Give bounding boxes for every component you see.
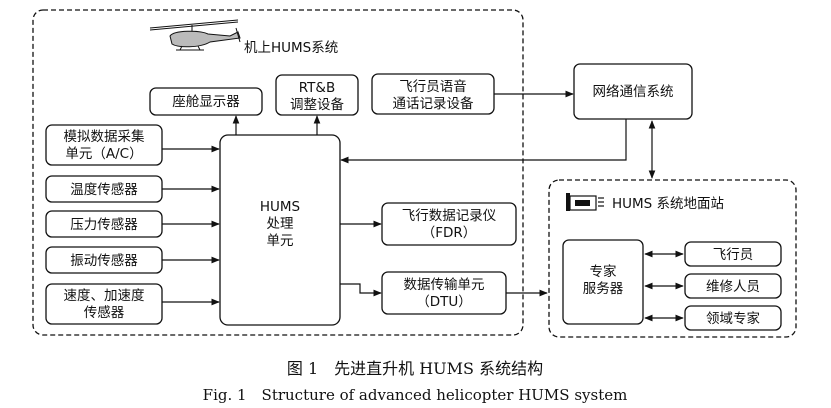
svg-text:（DTU）: （DTU） bbox=[416, 294, 472, 310]
rtb-adjustment-box: RT&B 调整设备 bbox=[275, 74, 359, 116]
svg-text:单元: 单元 bbox=[267, 233, 294, 249]
expert-server-box: 专家 服务器 bbox=[562, 239, 644, 325]
vibration-sensor-box: 振动传感器 bbox=[45, 246, 163, 274]
svg-text:传感器: 传感器 bbox=[84, 304, 125, 321]
svg-text:座舱显示器: 座舱显示器 bbox=[172, 94, 240, 110]
analog-acquisition-box: 模拟数据采集 单元（A/C） bbox=[45, 124, 163, 166]
network-communication-box: 网络通信系统 bbox=[573, 63, 693, 120]
ground-station-icon bbox=[566, 193, 604, 211]
svg-text:数据传输单元: 数据传输单元 bbox=[404, 277, 485, 293]
svg-text:压力传感器: 压力传感器 bbox=[70, 216, 138, 233]
svg-text:调整设备: 调整设备 bbox=[290, 96, 344, 113]
caption-english: Fig. 1 Structure of advanced helicopter … bbox=[203, 386, 628, 404]
pilot-box: 飞行员 bbox=[684, 241, 782, 267]
svg-text:HUMS: HUMS bbox=[260, 199, 300, 215]
svg-text:RT&B: RT&B bbox=[299, 80, 335, 96]
svg-text:速度、加速度: 速度、加速度 bbox=[64, 288, 145, 304]
maintenance-staff-box: 维修人员 bbox=[684, 273, 782, 299]
speed-acceleration-sensor-box: 速度、加速度 传感器 bbox=[45, 283, 163, 325]
svg-text:飞行员: 飞行员 bbox=[713, 247, 754, 263]
onboard-system-region bbox=[32, 9, 524, 336]
domain-expert-box: 领域专家 bbox=[684, 305, 782, 331]
svg-text:处理: 处理 bbox=[267, 216, 294, 232]
cockpit-display-box: 座舱显示器 bbox=[149, 87, 263, 116]
svg-text:飞行员语音: 飞行员语音 bbox=[399, 78, 467, 95]
svg-text:网络通信系统: 网络通信系统 bbox=[593, 84, 674, 100]
svg-text:单元（A/C）: 单元（A/C） bbox=[65, 146, 142, 162]
ground-station-title: HUMS 系统地面站 bbox=[612, 196, 724, 212]
connection-arrows bbox=[162, 90, 684, 322]
temperature-sensor-box: 温度传感器 bbox=[45, 175, 163, 203]
onboard-system-title: 机上HUMS系统 bbox=[244, 40, 338, 56]
svg-text:（FDR）: （FDR） bbox=[422, 225, 477, 241]
arrow-hums-to-dtu bbox=[340, 283, 382, 297]
voice-recorder-box: 飞行员语音 通话记录设备 bbox=[371, 73, 495, 115]
pressure-sensor-box: 压力传感器 bbox=[45, 210, 163, 238]
caption-chinese: 图 1 先进直升机 HUMS 系统结构 bbox=[287, 359, 543, 378]
svg-text:领域专家: 领域专家 bbox=[706, 310, 760, 327]
arrow-network-to-hums bbox=[340, 119, 627, 164]
svg-text:温度传感器: 温度传感器 bbox=[70, 181, 138, 198]
ground-station-region bbox=[548, 179, 797, 338]
helicopter-icon bbox=[149, 19, 241, 51]
flight-data-recorder-box: 飞行数据记录仪 （FDR） bbox=[381, 202, 517, 246]
svg-text:模拟数据采集: 模拟数据采集 bbox=[64, 129, 145, 145]
svg-text:振动传感器: 振动传感器 bbox=[70, 252, 138, 269]
hums-processing-unit-box: HUMS 处理 单元 bbox=[219, 134, 341, 326]
svg-text:服务器: 服务器 bbox=[583, 281, 624, 297]
svg-text:专家: 专家 bbox=[590, 263, 618, 280]
data-transfer-unit-box: 数据传输单元 （DTU） bbox=[381, 271, 507, 315]
svg-text:维修人员: 维修人员 bbox=[706, 279, 760, 295]
svg-text:飞行数据记录仪: 飞行数据记录仪 bbox=[402, 208, 497, 224]
svg-text:通话记录设备: 通话记录设备 bbox=[393, 95, 474, 112]
